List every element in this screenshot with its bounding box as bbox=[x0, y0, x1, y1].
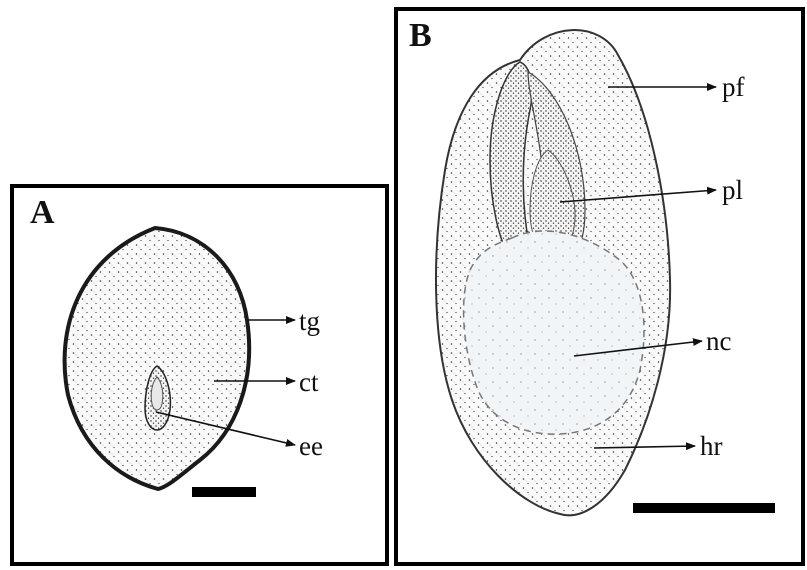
label-pl: pl bbox=[722, 175, 743, 205]
label-ee: ee bbox=[299, 431, 323, 461]
panel-a: A tg ct ee bbox=[12, 186, 387, 564]
panel-b-letter: B bbox=[409, 17, 432, 54]
scale-bar-a bbox=[192, 487, 256, 497]
label-hr: hr bbox=[700, 431, 723, 461]
label-tg: tg bbox=[299, 306, 320, 336]
nucellus bbox=[464, 231, 644, 434]
panel-b: B pf pl nc hr bbox=[396, 9, 803, 564]
label-nc: nc bbox=[706, 326, 732, 356]
label-ct: ct bbox=[299, 367, 319, 397]
label-pf: pf bbox=[722, 72, 745, 102]
scale-bar-b bbox=[633, 503, 775, 513]
panel-a-letter: A bbox=[30, 194, 55, 231]
